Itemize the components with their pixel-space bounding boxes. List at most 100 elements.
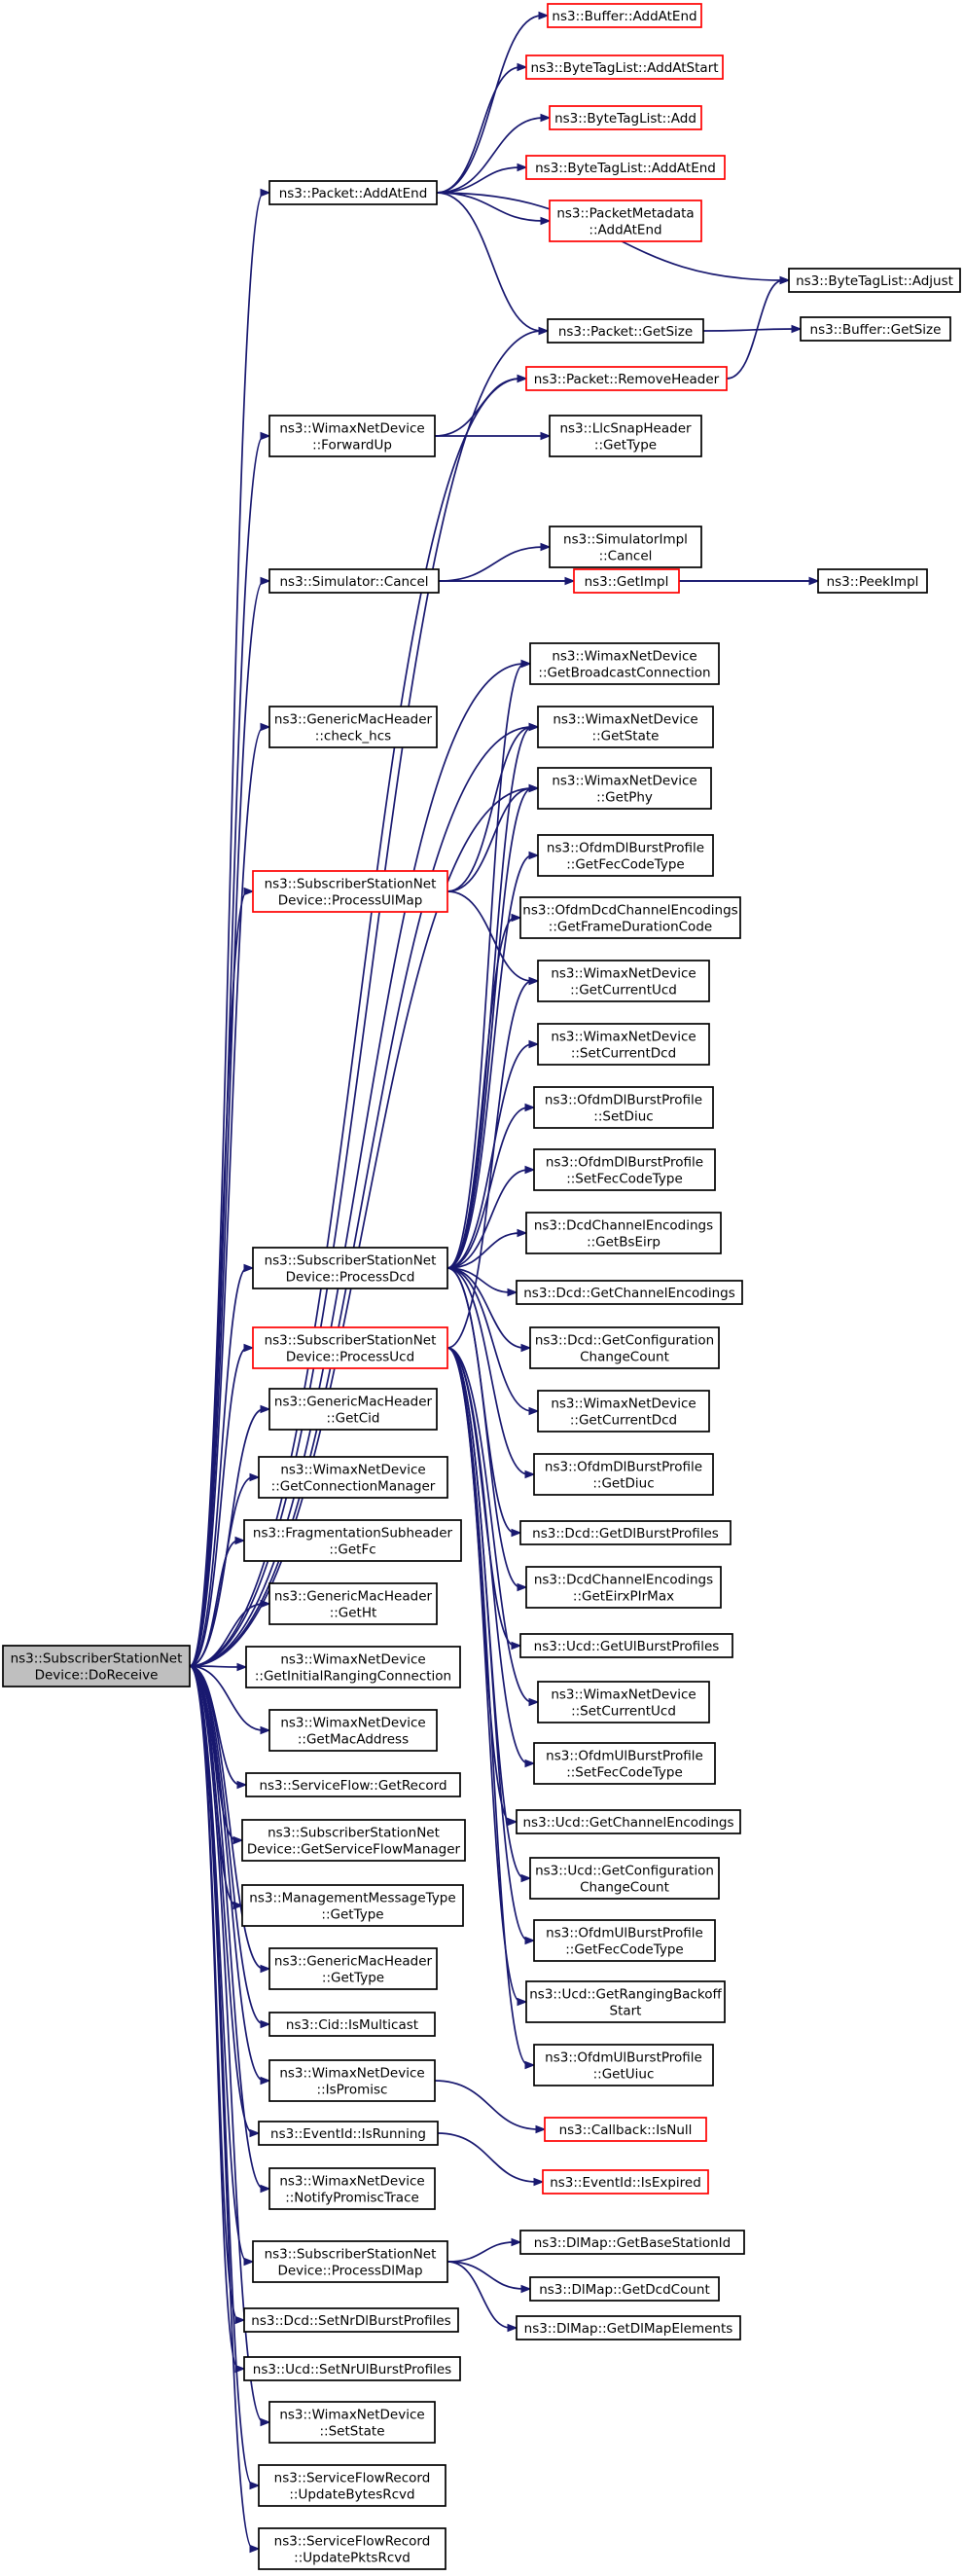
node-box-getconnmgr[interactable] bbox=[258, 1456, 448, 1499]
node-setcurdcd[interactable]: ns3::WimaxNetDevice::SetCurrentDcd bbox=[537, 1023, 710, 1066]
node-box-pkt_getsize[interactable] bbox=[547, 318, 704, 344]
node-ulbp_getuiuc[interactable]: ns3::OfdmUlBurstProfile::GetUiuc bbox=[533, 2044, 714, 2086]
node-btl_add[interactable]: ns3::ByteTagList::Add bbox=[549, 105, 702, 130]
node-pm_addatend[interactable]: ns3::PacketMetadata::AddAtEnd bbox=[549, 200, 702, 242]
node-box-ucd_getulbp[interactable] bbox=[519, 1633, 733, 1658]
node-box-dcd_getconfchg[interactable] bbox=[529, 1326, 720, 1369]
node-box-getcurdcd[interactable] bbox=[537, 1390, 710, 1433]
node-box-sfgetrecord[interactable] bbox=[245, 1772, 461, 1797]
node-box-ev_isexpired[interactable] bbox=[542, 2169, 709, 2195]
node-updbytes[interactable]: ns3::ServiceFlowRecord::UpdateBytesRcvd bbox=[258, 2464, 446, 2507]
node-box-btl_addatstart[interactable] bbox=[525, 54, 724, 80]
node-dlbp_getfec[interactable]: ns3::OfdmDlBurstProfile::GetFecCodeType bbox=[537, 834, 714, 877]
node-pkt_getsize[interactable]: ns3::Packet::GetSize bbox=[547, 318, 704, 344]
node-ucd_getulbp[interactable]: ns3::Ucd::GetUlBurstProfiles bbox=[519, 1633, 733, 1658]
node-btl_adjust[interactable]: ns3::ByteTagList::Adjust bbox=[788, 268, 961, 293]
node-cb_isnull[interactable]: ns3::Callback::IsNull bbox=[544, 2117, 707, 2142]
node-updpkts[interactable]: ns3::ServiceFlowRecord::UpdatePktsRcvd bbox=[258, 2527, 446, 2570]
node-getinitrng[interactable]: ns3::WimaxNetDevice::GetInitialRangingCo… bbox=[245, 1646, 461, 1688]
node-box-processdcd[interactable] bbox=[252, 1247, 448, 1289]
node-box-dlbp_getdiuc[interactable] bbox=[533, 1453, 714, 1496]
node-buf_addatend[interactable]: ns3::Buffer::AddAtEnd bbox=[547, 3, 702, 28]
node-box-getcurucd[interactable] bbox=[537, 960, 710, 1002]
node-box-getbcastconn[interactable] bbox=[529, 642, 720, 685]
node-box-btl_add[interactable] bbox=[549, 105, 702, 130]
node-box-dlmap_getdcdcount[interactable] bbox=[529, 2276, 720, 2302]
node-box-dlmap_getelements[interactable] bbox=[516, 2315, 741, 2340]
node-simimpl_cancel[interactable]: ns3::SimulatorImpl::Cancel bbox=[549, 526, 702, 568]
node-box-btl_addatend[interactable] bbox=[525, 155, 726, 180]
node-box-checkhcs[interactable] bbox=[268, 706, 438, 748]
node-box-dcd_getchenc[interactable] bbox=[516, 1280, 743, 1305]
node-setnrul[interactable]: ns3::Ucd::SetNrUlBurstProfiles bbox=[243, 2356, 461, 2381]
node-setnrdl[interactable]: ns3::Dcd::SetNrDlBurstProfiles bbox=[243, 2307, 459, 2333]
node-dlbp_setdiuc[interactable]: ns3::OfdmDlBurstProfile::SetDiuc bbox=[533, 1086, 714, 1129]
node-dcdce_getframe[interactable]: ns3::OfdmDcdChannelEncodings::GetFrameDu… bbox=[519, 896, 741, 939]
node-box-setnrul[interactable] bbox=[243, 2356, 461, 2381]
node-box-dcdce_getframe[interactable] bbox=[519, 896, 741, 939]
node-pkt_removeheader[interactable]: ns3::Packet::RemoveHeader bbox=[525, 366, 728, 391]
node-box-ulbp_getfec[interactable] bbox=[533, 1919, 716, 1962]
node-box-updpkts[interactable] bbox=[258, 2527, 446, 2570]
node-simcancel[interactable]: ns3::Simulator::Cancel bbox=[268, 568, 440, 594]
node-box-getstate[interactable] bbox=[537, 706, 714, 748]
node-getbcastconn[interactable]: ns3::WimaxNetDevice::GetBroadcastConnect… bbox=[529, 642, 720, 685]
node-box-llc_gettype[interactable] bbox=[549, 415, 702, 457]
node-box-ucd_getconfchg[interactable] bbox=[529, 1857, 720, 1900]
node-box-pkt_addatend[interactable] bbox=[268, 180, 438, 205]
node-dlbp_getdiuc[interactable]: ns3::OfdmDlBurstProfile::GetDiuc bbox=[533, 1453, 714, 1496]
node-box-peekimpl[interactable] bbox=[817, 568, 928, 594]
node-box-simcancel[interactable] bbox=[268, 568, 440, 594]
node-ulbp_getfec[interactable]: ns3::OfdmUlBurstProfile::GetFecCodeType bbox=[533, 1919, 716, 1962]
node-getphy[interactable]: ns3::WimaxNetDevice::GetPhy bbox=[537, 767, 712, 810]
node-box-setnrdl[interactable] bbox=[243, 2307, 459, 2333]
node-box-processdlmap[interactable] bbox=[252, 2240, 448, 2283]
node-box-setcurucd[interactable] bbox=[537, 1681, 710, 1723]
node-box-ismulticast[interactable] bbox=[268, 2012, 436, 2037]
node-box-ulbp_getuiuc[interactable] bbox=[533, 2044, 714, 2086]
node-box-dcdce_getbseirp[interactable] bbox=[525, 1212, 722, 1254]
node-box-dlbp_setfec[interactable] bbox=[533, 1148, 716, 1191]
node-getstate[interactable]: ns3::WimaxNetDevice::GetState bbox=[537, 706, 714, 748]
node-box-cb_isnull[interactable] bbox=[544, 2117, 707, 2142]
node-getconnmgr[interactable]: ns3::WimaxNetDevice::GetConnectionManage… bbox=[258, 1456, 448, 1499]
node-box-pkt_removeheader[interactable] bbox=[525, 366, 728, 391]
node-dcdce_geteirx[interactable]: ns3::DcdChannelEncodings::GetEirxPIrMax bbox=[525, 1566, 722, 1609]
node-box-buf_getsize[interactable] bbox=[800, 316, 951, 342]
node-box-ucd_getrngbackoff[interactable] bbox=[525, 1980, 726, 2023]
node-getfc[interactable]: ns3::FragmentationSubheader::GetFc bbox=[243, 1519, 462, 1562]
node-dlmap_getelements[interactable]: ns3::DlMap::GetDlMapElements bbox=[516, 2315, 741, 2340]
node-box-notifypromisc[interactable] bbox=[268, 2167, 436, 2210]
node-ev_isexpired[interactable]: ns3::EventId::IsExpired bbox=[542, 2169, 709, 2195]
node-box-updbytes[interactable] bbox=[258, 2464, 446, 2507]
node-ispromisc[interactable]: ns3::WimaxNetDevice::IsPromisc bbox=[268, 2059, 436, 2102]
node-getsfmgr[interactable]: ns3::SubscriberStationNetDevice::GetServ… bbox=[241, 1819, 466, 1862]
node-dlmap_getbsid[interactable]: ns3::DlMap::GetBaseStationId bbox=[519, 2230, 745, 2255]
node-sfgetrecord[interactable]: ns3::ServiceFlow::GetRecord bbox=[245, 1772, 461, 1797]
node-llc_gettype[interactable]: ns3::LlcSnapHeader::GetType bbox=[549, 415, 702, 457]
node-setcurucd[interactable]: ns3::WimaxNetDevice::SetCurrentUcd bbox=[537, 1681, 710, 1723]
node-isrunning[interactable]: ns3::EventId::IsRunning bbox=[258, 2121, 439, 2146]
node-mmtgettype[interactable]: ns3::ManagementMessageType::GetType bbox=[241, 1884, 464, 1927]
node-box-dlbp_setdiuc[interactable] bbox=[533, 1086, 714, 1129]
node-checkhcs[interactable]: ns3::GenericMacHeader::check_hcs bbox=[268, 706, 438, 748]
node-processulmap[interactable]: ns3::SubscriberStationNetDevice::Process… bbox=[252, 870, 448, 913]
node-box-dcdce_geteirx[interactable] bbox=[525, 1566, 722, 1609]
node-box-setstate[interactable] bbox=[268, 2401, 436, 2444]
node-gmhgettype[interactable]: ns3::GenericMacHeader::GetType bbox=[268, 1947, 438, 1990]
node-getmac[interactable]: ns3::WimaxNetDevice::GetMacAddress bbox=[268, 1709, 438, 1752]
node-box-mmtgettype[interactable] bbox=[241, 1884, 464, 1927]
node-box-getcid[interactable] bbox=[268, 1388, 438, 1431]
node-box-ulbp_setfec[interactable] bbox=[533, 1742, 716, 1785]
node-box-ispromisc[interactable] bbox=[268, 2059, 436, 2102]
node-getht[interactable]: ns3::GenericMacHeader::GetHt bbox=[268, 1582, 438, 1625]
node-box-getsfmgr[interactable] bbox=[241, 1819, 466, 1862]
node-box-getimpl[interactable] bbox=[573, 568, 680, 594]
node-box-pm_addatend[interactable] bbox=[549, 200, 702, 242]
node-box-processucd[interactable] bbox=[252, 1326, 448, 1369]
node-box-getinitrng[interactable] bbox=[245, 1646, 461, 1688]
node-ucd_getchenc[interactable]: ns3::Ucd::GetChannelEncodings bbox=[516, 1809, 741, 1834]
node-box-dlbp_getfec[interactable] bbox=[537, 834, 714, 877]
node-box-simimpl_cancel[interactable] bbox=[549, 526, 702, 568]
